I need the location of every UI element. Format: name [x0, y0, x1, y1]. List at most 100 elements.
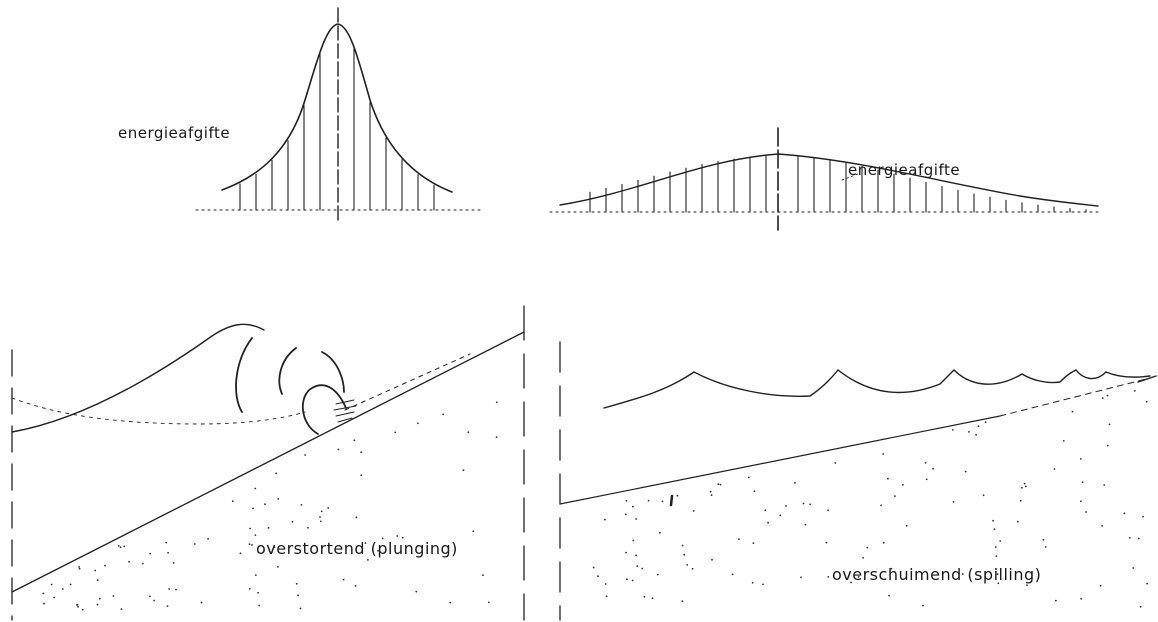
sand-dot	[168, 588, 171, 590]
sand-dot	[604, 518, 606, 521]
sand-dot	[825, 541, 828, 544]
sand-dot	[252, 507, 254, 510]
sand-dot	[1042, 538, 1045, 541]
sand-dot	[353, 439, 356, 442]
sand-dot	[76, 604, 78, 606]
sand-dot	[1132, 567, 1135, 569]
sand-dot	[239, 552, 242, 555]
hatch-lines-left	[239, 48, 435, 211]
plunging-curl	[301, 384, 347, 435]
sand-dot	[1128, 537, 1131, 539]
sand-dot	[104, 564, 106, 567]
sand-dot	[1123, 512, 1126, 515]
sand-dot	[809, 503, 811, 506]
sand-dot	[355, 516, 358, 519]
sand-dot	[894, 495, 896, 497]
sand-dot	[731, 573, 734, 576]
sand-dot	[762, 583, 764, 586]
sand-dot	[659, 531, 661, 534]
sand-dot	[120, 608, 123, 610]
sand-dot	[999, 540, 1002, 542]
seabed-plunging	[11, 331, 525, 593]
sand-dot	[827, 509, 829, 512]
sand-dot	[78, 567, 81, 570]
sand-dot	[635, 554, 637, 557]
sand-dot	[995, 555, 998, 558]
sand-dot	[257, 591, 259, 594]
sand-dot	[304, 454, 306, 456]
sand-dot	[1101, 397, 1104, 399]
sand-dot	[717, 483, 720, 486]
sand-dot	[291, 520, 294, 523]
sand-dot	[153, 599, 156, 602]
energy-curve-spilling	[549, 127, 1099, 231]
sand-dot	[643, 595, 646, 598]
sand-dot	[625, 551, 627, 554]
sand-dot	[442, 413, 444, 416]
sand-dot	[166, 605, 169, 607]
sand-dot	[890, 567, 893, 570]
sand-dot	[997, 582, 1000, 585]
plunging-jet-3	[321, 351, 345, 393]
sand-dot	[1021, 486, 1023, 489]
sand-dot	[902, 484, 904, 486]
sand-dot	[472, 530, 475, 533]
sand-dot	[866, 546, 869, 549]
energy-release-label-left: energieafgifte	[118, 124, 231, 142]
sand-dot	[993, 528, 996, 530]
energy-curve-plunging	[195, 7, 485, 223]
pebble	[669, 494, 674, 507]
sand-dot	[165, 541, 168, 544]
sand-dot	[117, 545, 120, 547]
sand-dot	[632, 539, 635, 542]
sand-dot	[320, 510, 323, 513]
sand-dot	[683, 553, 686, 556]
sand-dot	[342, 578, 345, 581]
splash-marks	[333, 399, 357, 423]
sand-dot	[377, 549, 379, 552]
sand-dot	[193, 543, 196, 545]
sand-dot	[172, 562, 175, 564]
sand-dot	[300, 504, 303, 506]
sand-dot	[691, 567, 694, 570]
sand-dot	[275, 472, 277, 475]
sand-dot	[681, 544, 684, 547]
sand-dot	[394, 431, 397, 434]
sand-dot	[1019, 499, 1022, 502]
sand-dot	[951, 429, 954, 431]
sand-dot	[1044, 546, 1047, 548]
sand-dot	[1142, 515, 1144, 518]
sand-dot	[779, 514, 782, 517]
sand-dot	[764, 509, 767, 512]
seabed-spilling-dashed	[999, 377, 1151, 417]
sand-dot	[319, 520, 322, 523]
sand-dot	[794, 482, 796, 484]
sand-dot	[1062, 440, 1065, 442]
sand-dot	[149, 595, 151, 598]
sand-dot	[925, 478, 928, 481]
sand-dot	[624, 513, 627, 516]
sand-dot	[488, 601, 490, 604]
sand-dot	[367, 559, 369, 561]
sand-dot	[415, 590, 418, 593]
sand-dot	[295, 582, 298, 585]
sand-dot	[42, 592, 45, 595]
sand-dot	[1133, 390, 1136, 392]
sand-dot	[77, 605, 79, 608]
sand-dot	[1108, 423, 1111, 426]
sand-dot	[231, 500, 234, 503]
sand-dot	[1103, 484, 1106, 486]
sand-dot	[857, 576, 860, 578]
spilling-breaker-panel	[559, 341, 1157, 621]
sand-dot	[417, 422, 419, 425]
sand-dot	[952, 501, 955, 503]
sand-dot	[319, 516, 321, 518]
sand-dot	[50, 583, 53, 586]
sand-dot	[254, 534, 257, 536]
sand-dot	[747, 476, 750, 479]
sand-dot	[635, 518, 637, 520]
sand-dots-left	[42, 401, 498, 611]
sand-dot	[676, 494, 679, 497]
sand-dot	[43, 602, 45, 605]
